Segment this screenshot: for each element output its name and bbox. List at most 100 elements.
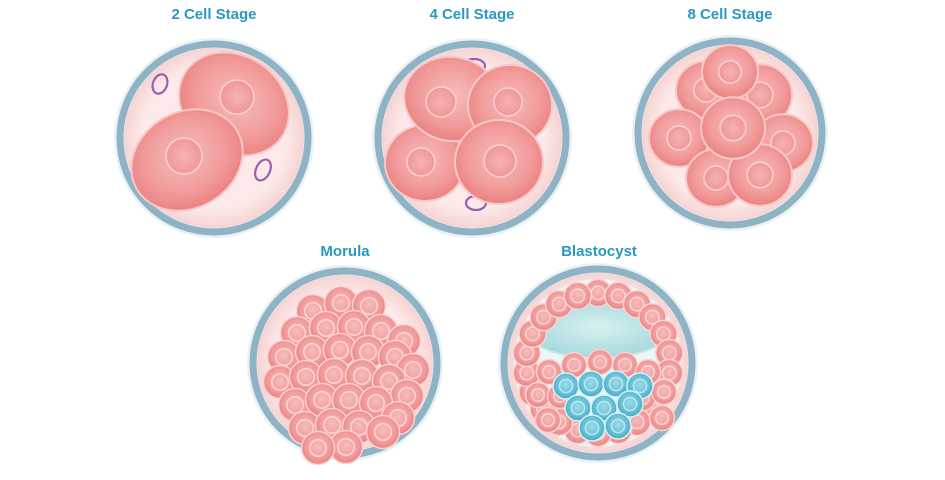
- label-2-cell-stage: 2 Cell Stage: [171, 6, 257, 23]
- zona-ring: [374, 40, 570, 236]
- nucleus: [570, 288, 586, 304]
- inner-cell-mass-cell: [578, 414, 606, 442]
- nucleus: [367, 394, 385, 412]
- nucleus: [610, 288, 626, 304]
- nucleus: [718, 60, 742, 84]
- label-blastocyst: Blastocyst: [561, 243, 637, 260]
- nucleus: [542, 365, 556, 379]
- nucleus: [610, 418, 626, 434]
- blastomere-7: [727, 143, 793, 207]
- zona-ring: [634, 37, 826, 229]
- nucleus: [629, 296, 645, 312]
- embryo-blastocyst: [498, 263, 698, 463]
- nucleus: [746, 81, 774, 109]
- polar-body: [151, 73, 169, 95]
- nucleus: [360, 297, 378, 315]
- label-4-cell-stage: 4 Cell Stage: [429, 6, 515, 23]
- cell-body: [648, 404, 676, 432]
- cell-body: [650, 378, 678, 406]
- cell-body: [604, 412, 632, 440]
- nucleus: [325, 366, 343, 384]
- cell-body: [616, 390, 644, 418]
- nucleus: [340, 391, 358, 409]
- nucleus: [622, 396, 638, 412]
- nucleus: [703, 165, 729, 191]
- nucleus: [313, 391, 331, 409]
- nucleus: [296, 419, 314, 437]
- nucleus: [583, 376, 599, 392]
- nucleus: [271, 373, 289, 391]
- nucleus: [297, 368, 315, 386]
- nucleus: [666, 125, 692, 151]
- nucleus: [608, 376, 624, 392]
- cell-body: [563, 281, 592, 311]
- nucleus: [380, 372, 398, 390]
- nucleus: [332, 294, 350, 312]
- nucleus: [525, 326, 541, 342]
- nucleus: [644, 309, 660, 325]
- nucleus: [286, 396, 304, 414]
- morula-cell: [300, 430, 336, 466]
- label-morula: Morula: [320, 243, 370, 260]
- nucleus: [425, 86, 457, 118]
- trophectoderm-cell: [524, 381, 552, 409]
- nucleus: [558, 378, 574, 394]
- nucleus: [746, 161, 774, 189]
- cell-body: [578, 414, 606, 442]
- embryo-morula: [247, 265, 443, 466]
- nucleus: [584, 420, 600, 436]
- embryo-8-cell: [632, 35, 828, 231]
- nucleus: [596, 400, 612, 416]
- blastomere-1: [384, 124, 466, 202]
- nucleus: [404, 361, 422, 379]
- blastomere-2: [130, 108, 244, 212]
- nucleus: [541, 413, 555, 427]
- trophectoderm-cell: [650, 378, 678, 406]
- nucleus: [632, 378, 648, 394]
- inner-cell-mass-cell: [577, 370, 605, 398]
- cell-body: [300, 430, 336, 466]
- nucleus: [337, 438, 355, 456]
- nucleus: [657, 385, 671, 399]
- trophectoderm-cell: [534, 406, 562, 434]
- polar-body: [254, 158, 272, 182]
- nucleus: [531, 388, 545, 402]
- trophectoderm-cell: [648, 404, 676, 432]
- morula-cell: [328, 429, 364, 465]
- zona-ring: [500, 265, 696, 461]
- nucleus: [219, 79, 255, 115]
- embryo-2-cell: [114, 38, 314, 238]
- nucleus: [303, 343, 321, 361]
- nucleus: [536, 309, 552, 325]
- nucleus: [331, 341, 349, 359]
- cell-body: [365, 414, 401, 450]
- cell-body: [577, 370, 605, 398]
- nucleus: [165, 137, 203, 175]
- morula-cell: [365, 414, 401, 450]
- label-8-cell-stage: 8 Cell Stage: [687, 6, 773, 23]
- nucleus: [719, 114, 747, 142]
- trophectoderm-cell: [560, 351, 588, 379]
- nucleus: [570, 400, 586, 416]
- embryo-4-cell: [372, 38, 572, 238]
- inner-cell-mass-cell: [604, 412, 632, 440]
- cell-body: [524, 381, 552, 409]
- nucleus: [406, 147, 436, 177]
- nucleus: [551, 296, 567, 312]
- nucleus: [618, 358, 632, 372]
- trophectoderm-cell: [563, 281, 592, 311]
- cell-body: [534, 406, 562, 434]
- nucleus: [345, 318, 363, 336]
- blastomere-3: [701, 44, 759, 100]
- nucleus: [493, 87, 523, 117]
- blastomere-4: [454, 119, 544, 205]
- nucleus: [374, 423, 392, 441]
- inner-cell-mass-cell: [616, 390, 644, 418]
- nucleus: [353, 367, 371, 385]
- nucleus: [372, 322, 390, 340]
- zona-ring: [116, 40, 312, 236]
- nucleus: [567, 358, 581, 372]
- blastomere-8: [700, 96, 766, 160]
- nucleus: [317, 319, 335, 337]
- nucleus: [288, 324, 306, 342]
